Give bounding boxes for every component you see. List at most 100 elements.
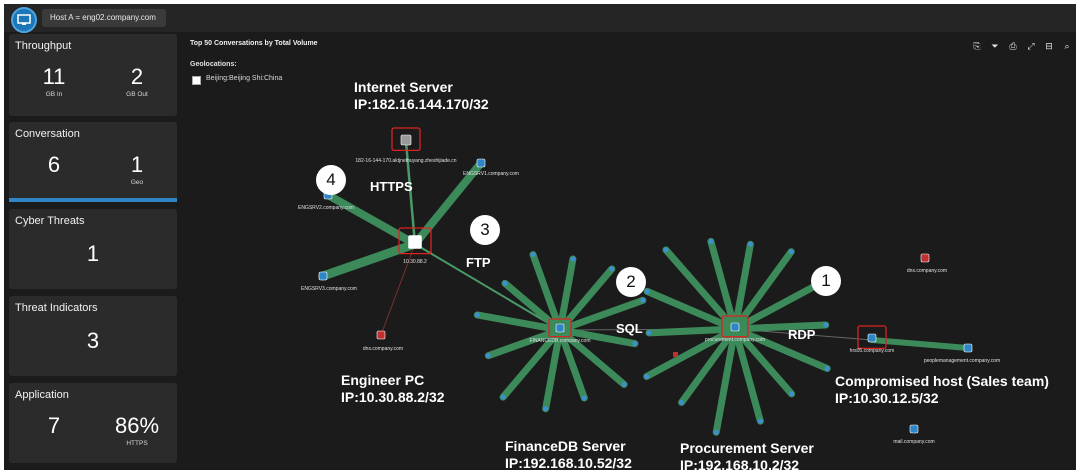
dns-server-icon bbox=[920, 253, 930, 263]
procurement-leaf-node[interactable] bbox=[679, 399, 685, 405]
threat-indicators-card[interactable]: Threat Indicators 3 bbox=[9, 296, 177, 376]
procurement-leaf-node[interactable] bbox=[646, 330, 652, 336]
compromised-host-ip: IP:10.30.12.5/32 bbox=[835, 390, 939, 406]
dns2-node[interactable]: dns.company.com bbox=[907, 253, 947, 274]
financedb-leaf-node[interactable] bbox=[500, 394, 506, 400]
server-icon bbox=[476, 158, 486, 168]
print-icon[interactable]: ⎙ bbox=[1009, 41, 1017, 51]
zoom-icon[interactable]: ⌕ bbox=[1064, 41, 1070, 51]
throughput-title: Throughput bbox=[15, 40, 72, 52]
filter-icon[interactable]: ⏷ bbox=[991, 41, 999, 51]
engsrv1-label: ENGSRV1.company.com bbox=[463, 171, 519, 177]
internet-node[interactable]: 182-16-144-170.aktjnetbuyang.zheshijiade… bbox=[355, 127, 457, 164]
procurement-leaf-node[interactable] bbox=[708, 238, 714, 244]
threat-indicators-value: 3 bbox=[86, 328, 100, 353]
edge-engpc-engsrv2 bbox=[324, 191, 419, 248]
financedb-node[interactable]: FINANCEDB.company.com bbox=[529, 318, 591, 344]
financedb-spoke bbox=[556, 265, 616, 334]
network-graph: 182-16-144-170.aktjnetbuyang.zheshijiade… bbox=[298, 127, 1000, 445]
financedb-spoke bbox=[556, 326, 628, 388]
sql-protocol-label: SQL bbox=[616, 321, 643, 336]
financedb-leaf-node[interactable] bbox=[609, 266, 615, 272]
top-bar: Host A = eng02.company.com bbox=[4, 4, 1076, 33]
alert-marker-icon[interactable] bbox=[673, 352, 678, 357]
application-card[interactable]: Application 7 86% HTTPS bbox=[9, 383, 177, 463]
people-label: peoplemanagement.company.com bbox=[924, 358, 1000, 364]
hrs-label: hrs05.company.com bbox=[850, 348, 895, 354]
financedb-leaf-node[interactable] bbox=[632, 341, 638, 347]
procurement-leaf-node[interactable] bbox=[644, 288, 650, 294]
cyber-threats-value: 1 bbox=[86, 241, 100, 266]
edge-hrs-people bbox=[869, 337, 971, 351]
people-node[interactable]: peoplemanagement.company.com bbox=[924, 343, 1000, 364]
database-server-icon bbox=[555, 323, 565, 333]
financedb-leaf-node[interactable] bbox=[530, 252, 536, 258]
procurement-leaf-node[interactable] bbox=[747, 241, 753, 247]
server-icon bbox=[400, 134, 412, 146]
procurement-leaf-node[interactable] bbox=[757, 418, 763, 424]
procurement-leaf-node[interactable] bbox=[644, 373, 650, 379]
financedb-spoke bbox=[501, 279, 564, 334]
financedb-leaf-node[interactable] bbox=[543, 406, 549, 412]
financedb-leaf-node[interactable] bbox=[621, 381, 627, 387]
financedb-leaf-node[interactable] bbox=[570, 256, 576, 262]
hrs-highlight-box bbox=[857, 325, 887, 350]
host-filter-pill[interactable]: Host A = eng02.company.com bbox=[42, 9, 166, 27]
cyber-threats-card[interactable]: Cyber Threats 1 bbox=[9, 209, 177, 289]
procurement-node[interactable]: procurement.company.com bbox=[705, 315, 765, 343]
edge-engpc-engsrv1 bbox=[411, 159, 485, 248]
selected-card-indicator bbox=[9, 198, 177, 202]
internet-server-title: Internet Server bbox=[354, 79, 453, 95]
financedb-leaf-node[interactable] bbox=[474, 312, 480, 318]
server-icon bbox=[318, 271, 328, 281]
financedb-spoke bbox=[473, 311, 564, 334]
server-icon bbox=[963, 343, 973, 353]
https-percent: 86% bbox=[114, 413, 160, 438]
hrs-node[interactable]: hrs05.company.com bbox=[850, 325, 895, 354]
dns1-label: dns.company.com bbox=[363, 346, 403, 352]
mail-node[interactable]: mail.company.com bbox=[893, 424, 935, 445]
procurement-title: Procurement Server bbox=[680, 440, 814, 456]
procurement-leaf-node[interactable] bbox=[823, 322, 829, 328]
financedb-spoke bbox=[556, 326, 639, 348]
financedb-leaf-node[interactable] bbox=[485, 353, 491, 359]
financedb-leaf-node[interactable] bbox=[640, 297, 646, 303]
minimize-icon[interactable]: ⊟ bbox=[1045, 41, 1053, 51]
application-title: Application bbox=[15, 389, 69, 401]
procurement-highlight-box bbox=[721, 315, 749, 338]
throughput-card[interactable]: Throughput 11 GB In 2 GB Out bbox=[9, 34, 177, 116]
financedb-leaf-node[interactable] bbox=[502, 280, 508, 286]
procurement-leaf-node[interactable] bbox=[788, 249, 794, 255]
procurement-spoke bbox=[712, 325, 739, 436]
internet-label: 182-16-144-170.aktjnetbuyang.zheshijiade… bbox=[355, 158, 456, 164]
conversation-card[interactable]: Conversation 6 1 Geo bbox=[9, 122, 177, 202]
procurement-leaf-node[interactable] bbox=[663, 247, 669, 253]
expand-icon[interactable]: ⤢ bbox=[1027, 41, 1035, 51]
procurement-spoke bbox=[678, 325, 739, 406]
app-logo-icon[interactable] bbox=[11, 7, 37, 33]
financedb-spoke bbox=[499, 326, 564, 401]
engsrv1-node[interactable]: ENGSRV1.company.com bbox=[463, 158, 519, 177]
procurement-leaf-node[interactable] bbox=[713, 429, 719, 435]
edge-engpc-financedb bbox=[414, 243, 561, 331]
financedb-spoke bbox=[529, 251, 564, 334]
financedb-title: FinanceDB Server bbox=[505, 438, 626, 454]
export-icon[interactable]: ⎘ bbox=[973, 41, 981, 51]
procurement-spoke bbox=[731, 325, 796, 398]
cyber-threats-title: Cyber Threats bbox=[15, 215, 85, 227]
financedb-spoke bbox=[556, 296, 647, 334]
engpc-node[interactable]: 10.30.88.2 bbox=[398, 227, 432, 265]
engineer-pc-ip: IP:10.30.88.2/32 bbox=[341, 389, 445, 405]
engineer-pc-annotation: Engineer PC IP:10.30.88.2/32 bbox=[341, 372, 445, 406]
procurement-leaf-node[interactable] bbox=[824, 365, 830, 371]
dns2-label: dns.company.com bbox=[907, 268, 947, 274]
geo-checkbox[interactable] bbox=[192, 76, 201, 85]
internet-highlight-box bbox=[391, 127, 421, 152]
geo-label: Geo bbox=[130, 179, 144, 186]
financedb-leaf-node[interactable] bbox=[581, 395, 587, 401]
dns1-node[interactable]: dns.company.com bbox=[363, 330, 403, 352]
procurement-ip: IP:192.168.10.2/32 bbox=[680, 457, 800, 473]
threat-indicators-title: Threat Indicators bbox=[15, 302, 98, 314]
procurement-leaf-node[interactable] bbox=[789, 391, 795, 397]
engsrv3-node[interactable]: ENGSRV3.company.com bbox=[301, 271, 357, 292]
